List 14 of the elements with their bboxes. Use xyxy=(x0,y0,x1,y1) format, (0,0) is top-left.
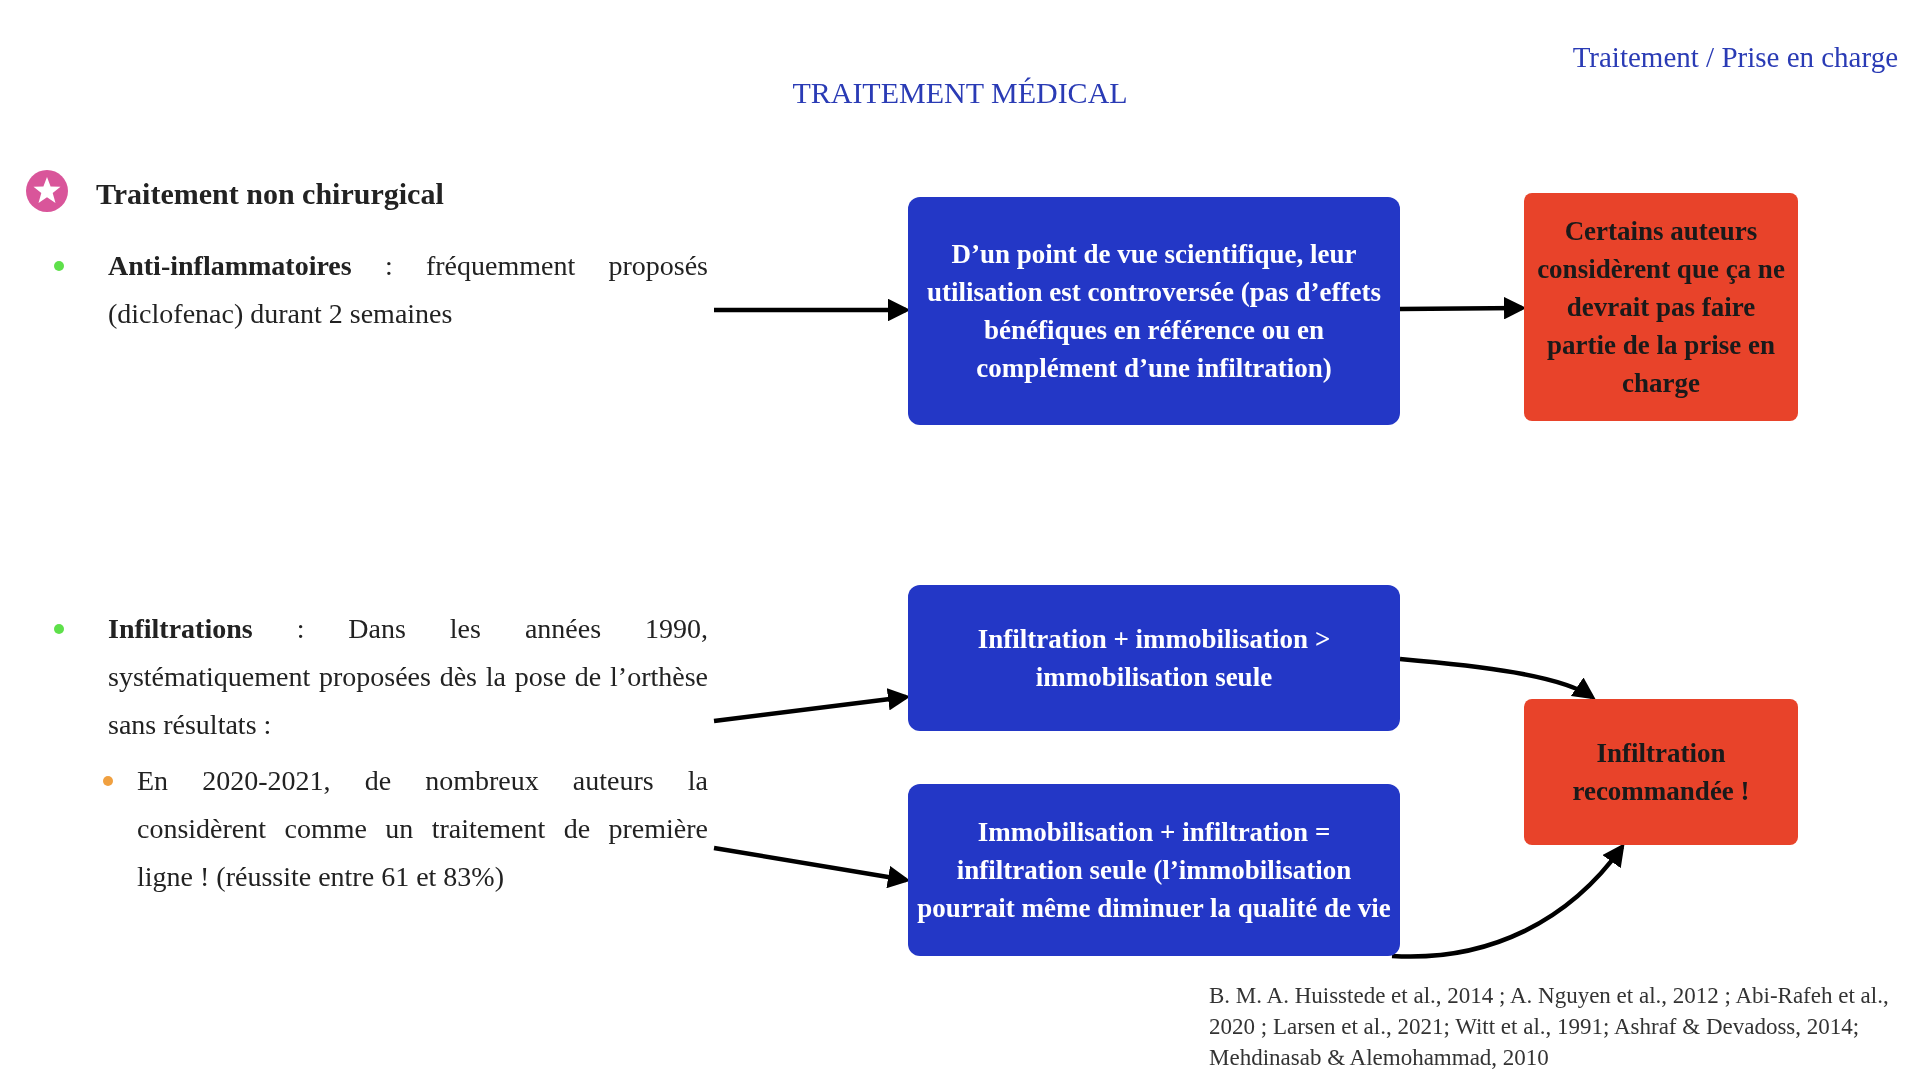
citation: B. M. A. Huisstede et al., 2014 ; A. Nguyen et al., 2012 ; Abi-Rafeh et al., 2020 ; Larsen et al., 2021; Witt et al., 1991; Ashraf & Devadoss, 2014; Mehdinasab & Alemohammad, 2010 xyxy=(1209,982,1890,1072)
section-label: Traitement / Prise en charge xyxy=(1572,40,1898,75)
bullet-text: Infiltrations : Dans les années 1990, systématiquement proposées dès la pose de l’orthèse sans résultats : xyxy=(108,605,708,749)
bullet-text: Anti-inflammatoires : fréquemment proposés (diclofenac) durant 2 semaines xyxy=(108,242,708,338)
arrow xyxy=(1391,843,1625,959)
arrow xyxy=(1399,656,1596,700)
bullet-text: En 2020-2021, de nombreux auteurs la considèrent comme un traitement de première ligne ! (réussite entre 61 et 83%) xyxy=(137,757,708,901)
process-box: D’un point de vue scientifique, leur utilisation est controversée (pas d’effets bénéfiques en référence ou en complément d’une infiltration) xyxy=(908,197,1400,425)
conclusion-box: Certains auteurs considèrent que ça ne devrait pas faire partie de la prise en charge xyxy=(1524,193,1798,421)
process-box: Infiltration + immobilisation > immobilisation seule xyxy=(908,585,1400,731)
process-box: Immobilisation + infiltration = infiltration seule (l’immobilisation pourrait même diminuer la qualité de vie xyxy=(908,784,1400,956)
page-title: TRAITEMENT MÉDICAL xyxy=(791,75,1129,111)
section-heading: Traitement non chirurgical xyxy=(96,176,444,212)
conclusion-box: Infiltration recommandée ! xyxy=(1524,699,1798,845)
